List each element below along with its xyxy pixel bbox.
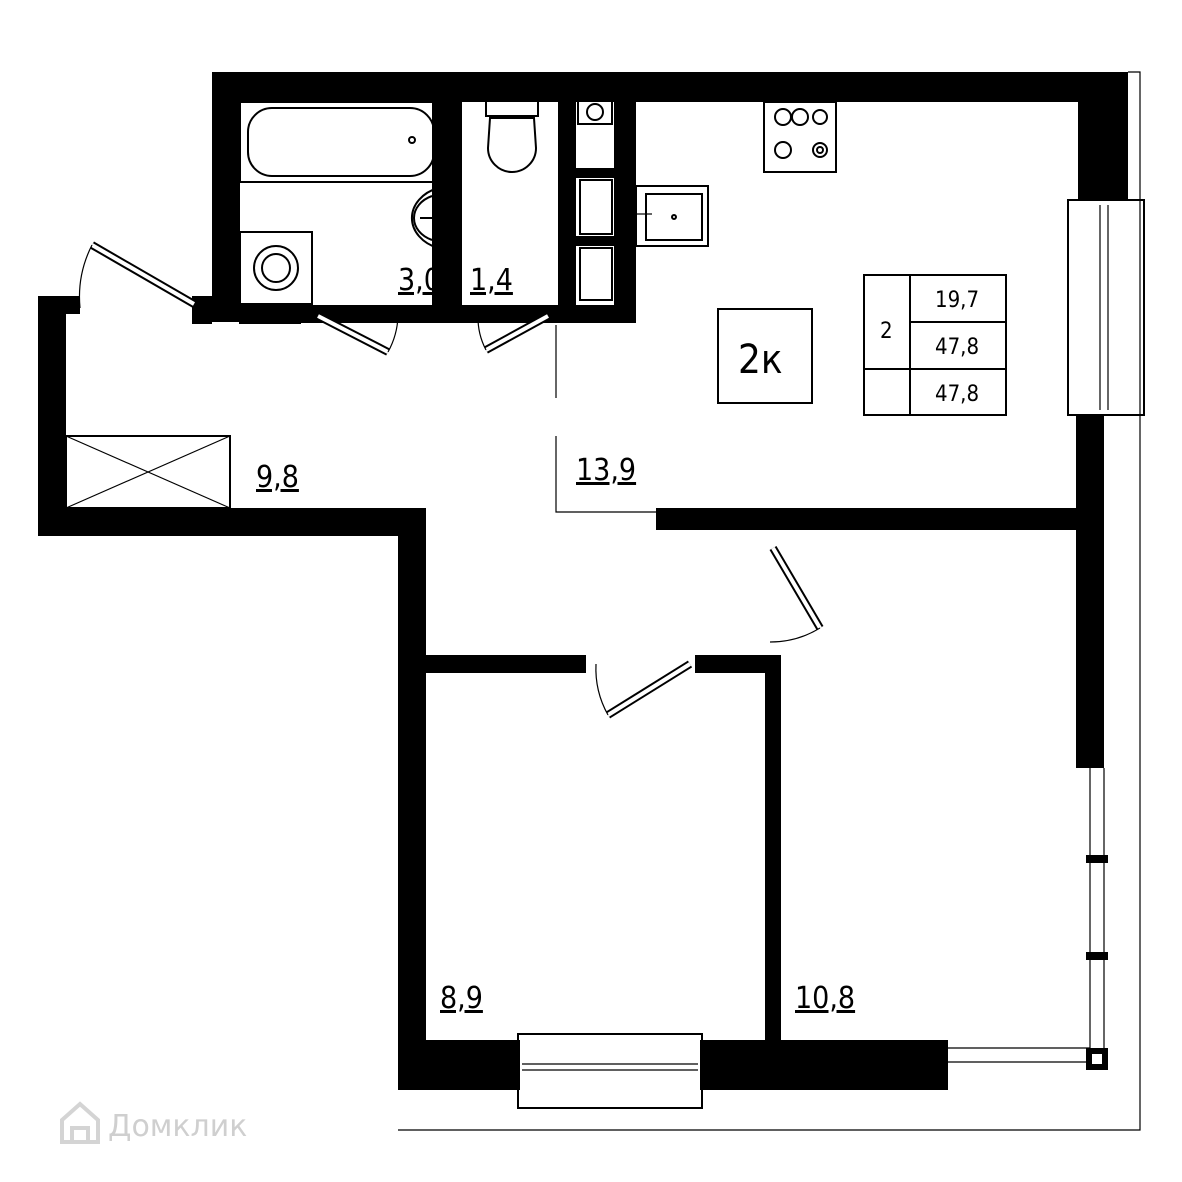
rooms-count: 2 — [880, 319, 893, 344]
toilet-door — [477, 312, 550, 354]
bedroom-large-area-label: 10,8 — [795, 981, 855, 1016]
zone-divider — [555, 325, 656, 513]
toilet-icon — [485, 99, 539, 173]
apartment-type-label: 2к — [738, 337, 783, 383]
boiler-icon — [577, 99, 613, 301]
kitchen-sink-icon — [635, 185, 709, 247]
bathroom-door — [316, 312, 399, 356]
watermark: Домклик — [60, 1101, 247, 1144]
window-bottom — [517, 1033, 703, 1109]
balcony-glazing — [398, 71, 1141, 1131]
bedroom-small-area-label: 8,9 — [440, 981, 483, 1016]
bathroom-vent-grille — [239, 304, 301, 324]
apartment-type-box: 2к — [717, 308, 813, 404]
entrance-door — [66, 241, 212, 324]
stove-icon — [763, 101, 837, 173]
bedroom-large-door — [769, 545, 824, 643]
bathroom-area-label: 3,0 — [398, 263, 441, 298]
toilet-area-label: 1,4 — [470, 263, 513, 298]
washing-machine-icon — [239, 231, 313, 305]
hall-area-label: 9,8 — [256, 460, 299, 495]
kitchen-living-area-label: 13,9 — [576, 453, 636, 488]
total-area-with-balcony-value: 47,8 — [935, 382, 979, 407]
window-right-upper — [1067, 199, 1145, 416]
bathtub-icon — [239, 101, 443, 183]
interior-walls — [240, 95, 1076, 1040]
hall-wardrobe — [65, 435, 231, 509]
bedroom-small-door — [595, 660, 693, 719]
watermark-text: Домклик — [108, 1109, 247, 1144]
total-area-value: 47,8 — [935, 335, 979, 360]
washbasin-icon — [411, 186, 440, 250]
area-info-table: 2 19,7 47,8 47,8 — [863, 274, 1007, 416]
exterior-walls — [38, 72, 1128, 1090]
living-area-value: 19,7 — [935, 288, 979, 313]
house-logo-icon — [60, 1101, 100, 1144]
